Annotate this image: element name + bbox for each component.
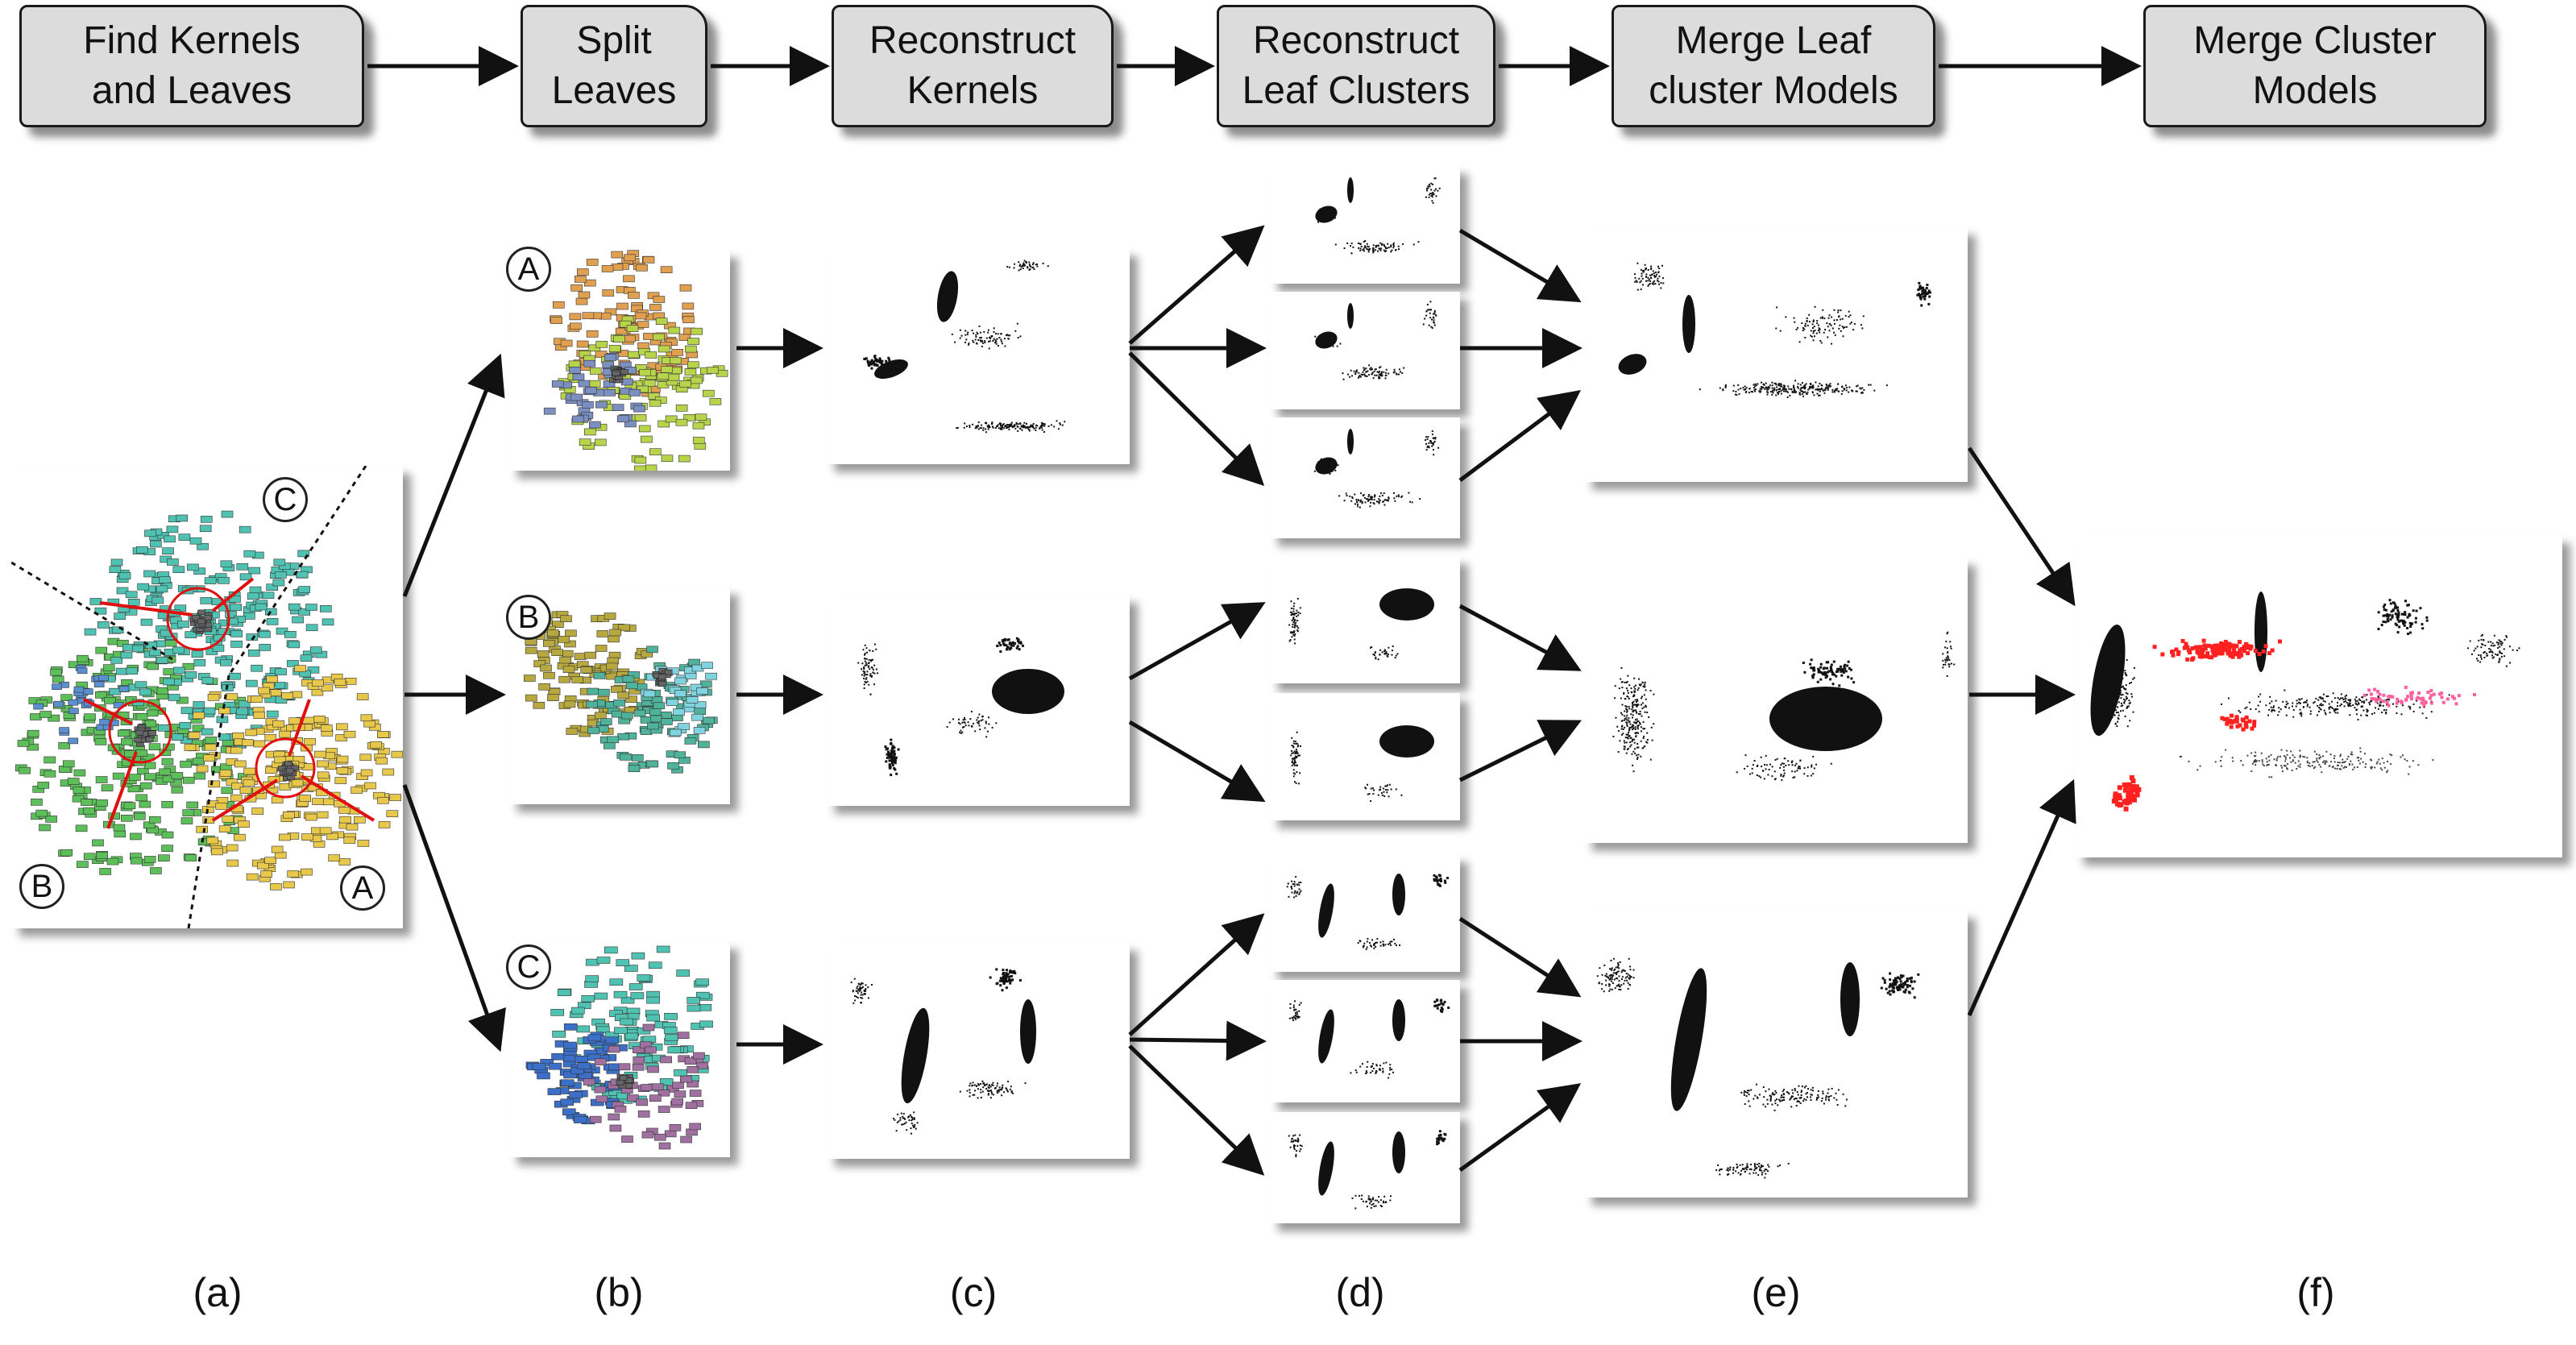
column-label-a: (a) (193, 1270, 243, 1315)
leaf-recon-a1-cloud (1315, 177, 1441, 255)
leaf-recon-a3 (1270, 417, 1460, 538)
kernel-recon-c-cloud (850, 968, 1036, 1135)
column-label-c: (c) (949, 1270, 998, 1315)
leaf-arrow-b1 (1128, 602, 1266, 681)
kernel-recon-a-cloud (863, 259, 1066, 434)
merged-leaf-model-c (1584, 911, 1968, 1198)
leaf-arrow-a3 (1128, 351, 1265, 487)
step-reconstruct-kernels-label: Reconstruct Kernels (869, 19, 1076, 112)
merged-leaf-model-c-cloud (1596, 957, 1920, 1179)
leaf-recon-a3-cloud (1313, 429, 1440, 509)
leaf-recon-b2 (1270, 693, 1460, 820)
merge-arrow-b1 (1458, 604, 1582, 671)
final-arrow-c (1967, 778, 2076, 1017)
leaf-recon-c1-cloud (1286, 874, 1450, 950)
leaf-b-badge: B (506, 595, 551, 640)
merged-leaf-model-b (1584, 558, 1968, 843)
merged-leaf-model-a-cloud (1618, 262, 1931, 398)
leaf-a-badge: A (506, 247, 551, 292)
step-merge-cluster-models: Merge Cluster Models (2143, 5, 2487, 127)
cluster-a-badge: A (340, 866, 385, 911)
step-find-label: Find Kernels and Leaves (83, 19, 301, 112)
leaf-c-badge: C (506, 944, 551, 990)
step-merge-cluster-label: Merge Cluster Models (2193, 19, 2437, 112)
merged-leaf-model-a (1584, 227, 1968, 482)
kernel-recon-b-cloud (857, 637, 1064, 777)
split-arrow-a (402, 353, 505, 597)
leaf-recon-c2-cloud (1288, 998, 1450, 1079)
merge-arrow-b2 (1458, 720, 1582, 783)
final-arrow-a (1967, 446, 2076, 607)
column-label-e: (e) (1751, 1270, 1801, 1315)
leaf-recon-c1 (1270, 854, 1460, 972)
leaf-recon-b1 (1270, 556, 1460, 683)
final-merged-model (2076, 535, 2562, 857)
cluster-c-badge: C (263, 477, 308, 522)
step-merge-leaf-cluster-models: Merge Leaf cluster Models (1612, 5, 1935, 127)
merge-arrow-a3 (1458, 390, 1582, 483)
final-merged-model-cloud (2090, 592, 2520, 812)
leaf-arrow-b2 (1128, 720, 1266, 803)
cluster-b-badge: B (19, 864, 64, 909)
step-reconstruct-leaf-clusters: Reconstruct Leaf Clusters (1217, 5, 1495, 127)
column-label-d: (d) (1335, 1270, 1385, 1315)
column-label-f: (f) (2296, 1270, 2335, 1315)
leaf-arrow-c3 (1128, 1044, 1265, 1176)
kernel-recon-b (827, 595, 1130, 806)
step-reconstruct-leaf-label: Reconstruct Leaf Clusters (1242, 19, 1471, 112)
leaf-recon-c2 (1270, 980, 1460, 1102)
kernel-recon-a (827, 248, 1130, 464)
leaf-arrow-c2 (1129, 1020, 1267, 1061)
leaf-recon-a1 (1270, 166, 1460, 284)
leaf-arrow-c1 (1128, 913, 1265, 1036)
kernel-recon-c (827, 943, 1130, 1159)
step-merge-leaf-label: Merge Leaf cluster Models (1649, 19, 1898, 112)
leaf-recon-c3 (1270, 1112, 1460, 1223)
leaf-recon-c3-cloud (1288, 1130, 1447, 1210)
leaf-recon-a2 (1270, 292, 1460, 409)
step-find-kernels-and-leaves: Find Kernels and Leaves (19, 5, 364, 127)
camera-graph-panel (11, 466, 403, 928)
leaf-recon-a2-cloud (1314, 301, 1437, 380)
merged-leaf-model-b-cloud (1612, 631, 1956, 781)
leaf-cluster-b-plot (524, 611, 718, 774)
leaf-arrow-a1 (1128, 225, 1265, 345)
leaf-cluster-a-panel (509, 250, 730, 471)
leaf-cluster-a-plot (543, 250, 728, 471)
camera-graph-plot (11, 466, 403, 928)
merge-arrow-c3 (1458, 1083, 1582, 1173)
leaf-recon-b2-cloud (1290, 725, 1434, 803)
step-reconstruct-kernels: Reconstruct Kernels (832, 5, 1114, 127)
leaf-recon-b1-cloud (1288, 588, 1434, 661)
leaf-cluster-c-plot (525, 945, 713, 1150)
merge-arrow-a1 (1458, 228, 1582, 303)
split-arrow-c (402, 784, 506, 1052)
column-label-b: (b) (594, 1270, 644, 1315)
step-split-leaves: Split Leaves (521, 5, 707, 127)
merge-arrow-c1 (1458, 916, 1582, 998)
step-split-label: Split Leaves (551, 19, 677, 112)
